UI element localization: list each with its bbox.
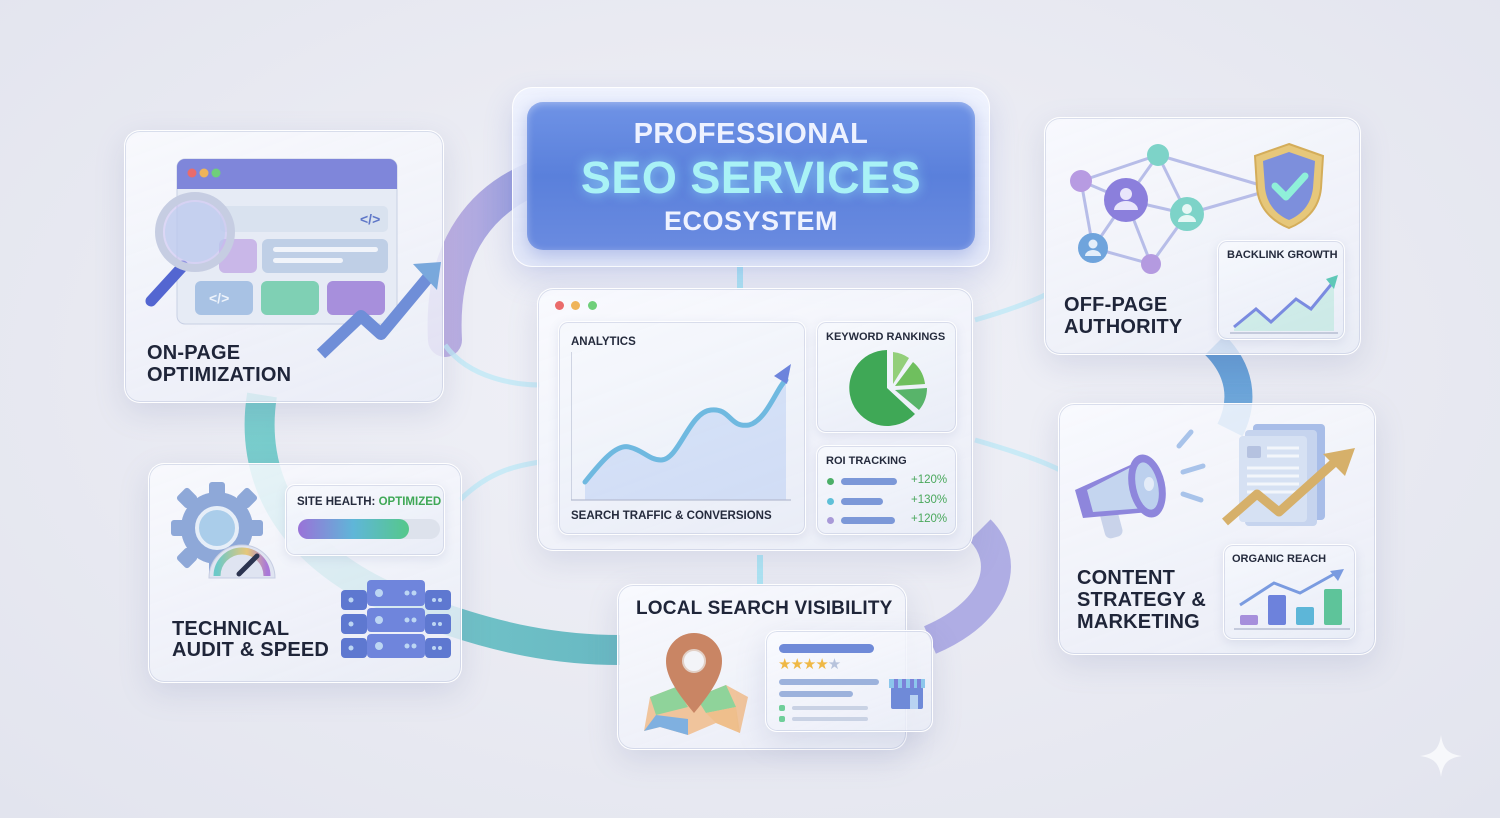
star-icon: ★★★★ bbox=[778, 656, 829, 673]
keyword-pie-chart bbox=[849, 350, 928, 426]
roi-row-1-bar bbox=[841, 478, 897, 485]
window-maximize-dot bbox=[588, 301, 597, 310]
on-page-label-2: OPTIMIZATION bbox=[147, 364, 292, 386]
site-health-widget: SITE HEALTH: OPTIMIZED bbox=[285, 484, 445, 556]
roi-row-3-dot bbox=[827, 517, 834, 524]
roi-row-2-bar bbox=[841, 498, 883, 505]
storefront-icon bbox=[889, 679, 925, 709]
roi-row-3-bar bbox=[841, 517, 895, 524]
roi-row-2-value: +130% bbox=[911, 494, 948, 506]
title-line-1: PROFESSIONAL bbox=[633, 118, 869, 150]
magnifier-icon bbox=[145, 192, 235, 307]
content-label-2: STRATEGY & bbox=[1077, 589, 1207, 611]
roi-row-1-dot bbox=[827, 478, 834, 485]
window-minimize-dot bbox=[571, 301, 580, 310]
off-page-label-2: AUTHORITY bbox=[1064, 316, 1183, 338]
site-health-progress-track bbox=[298, 519, 440, 539]
title-line-2: SEO SERVICES bbox=[580, 152, 922, 203]
analytics-caption: SEARCH TRAFFIC & CONVERSIONS bbox=[571, 510, 772, 522]
listing-title-bar bbox=[779, 644, 874, 653]
organic-reach-widget: ORGANIC REACH bbox=[1223, 544, 1356, 640]
network-graph-icon bbox=[1070, 144, 1261, 274]
megaphone-icon bbox=[1075, 429, 1206, 539]
server-stack-icon bbox=[341, 580, 451, 658]
backlink-growth-title: BACKLINK GROWTH bbox=[1227, 249, 1338, 261]
listing-line-4 bbox=[792, 717, 868, 721]
trend-arrow-icon bbox=[316, 262, 441, 359]
card-analytics-dashboard[interactable]: ANALYTICS SEARCH TRAFFIC & CONVERSIONS K… bbox=[537, 288, 973, 551]
card-off-page-authority[interactable]: BACKLINK GROWTH OFF-PAGE AUTHORITY bbox=[1044, 117, 1361, 355]
star-empty-icon: ★ bbox=[827, 656, 841, 673]
site-health-line: SITE HEALTH: OPTIMIZED bbox=[297, 496, 441, 508]
analytics-title: ANALYTICS bbox=[571, 336, 636, 348]
site-health-progress-fill bbox=[298, 519, 409, 539]
svg-text:</>: </> bbox=[360, 211, 380, 227]
trend-arrow-icon bbox=[1222, 448, 1355, 526]
map-pin-icon bbox=[666, 633, 722, 713]
site-health-value: OPTIMIZED bbox=[378, 496, 442, 508]
technical-label-2: AUDIT & SPEED bbox=[172, 639, 330, 661]
roi-tracking-panel: ROI TRACKING +120% +130% +120% bbox=[816, 445, 957, 535]
speedometer-icon bbox=[208, 544, 276, 579]
browser-window-icon: </> </> bbox=[176, 158, 398, 325]
listing-line-2 bbox=[779, 691, 853, 697]
sparkle-icon bbox=[1420, 735, 1462, 777]
analytics-line-chart bbox=[571, 352, 791, 501]
technical-label-1: TECHNICAL bbox=[172, 618, 290, 640]
analytics-panel: ANALYTICS SEARCH TRAFFIC & CONVERSIONS bbox=[558, 321, 806, 535]
backlink-growth-widget: BACKLINK GROWTH bbox=[1217, 240, 1345, 340]
title-line-3: ECOSYSTEM bbox=[663, 206, 839, 236]
organic-reach-title: ORGANIC REACH bbox=[1232, 553, 1327, 565]
roi-tracking-title: ROI TRACKING bbox=[826, 455, 907, 467]
roi-row-1-value: +120% bbox=[911, 474, 948, 486]
roi-row-2-dot bbox=[827, 498, 834, 505]
listing-line-1 bbox=[779, 679, 879, 685]
rating-stars: ★★★★★ bbox=[778, 655, 841, 673]
shield-check-icon bbox=[1253, 142, 1325, 230]
svg-text:</>: </> bbox=[209, 290, 229, 306]
listing-check-1 bbox=[779, 705, 785, 711]
content-label-1: CONTENT bbox=[1077, 567, 1176, 589]
on-page-label-1: ON-PAGE bbox=[147, 342, 241, 364]
listing-line-3 bbox=[792, 706, 868, 710]
card-technical-audit[interactable]: SITE HEALTH: OPTIMIZED TECHNICAL AUDIT &… bbox=[148, 463, 462, 683]
organic-reach-chart bbox=[1234, 569, 1350, 630]
title-panel: PROFESSIONAL SEO SERVICES ECOSYSTEM bbox=[512, 87, 990, 267]
roi-row-3-value: +120% bbox=[911, 513, 948, 525]
window-close-dot bbox=[555, 301, 564, 310]
off-page-label-1: OFF-PAGE bbox=[1064, 294, 1168, 316]
local-search-label: LOCAL SEARCH VISIBILITY bbox=[636, 598, 893, 619]
backlink-growth-chart bbox=[1230, 275, 1338, 334]
card-on-page-optimization[interactable]: </> </> ON-PAGE OPTIMIZATION bbox=[124, 130, 444, 403]
site-health-label: SITE HEALTH: bbox=[297, 496, 376, 508]
listing-check-2 bbox=[779, 716, 785, 722]
business-listing-widget: ★★★★★ bbox=[765, 630, 933, 732]
title-banner: PROFESSIONAL SEO SERVICES ECOSYSTEM bbox=[527, 102, 975, 250]
keyword-rankings-title: KEYWORD RANKINGS bbox=[826, 331, 946, 343]
content-label-3: MARKETING bbox=[1077, 611, 1200, 633]
card-content-strategy[interactable]: ORGANIC REACH CONTENT STRATEGY & MARKETI… bbox=[1058, 403, 1376, 655]
keyword-rankings-panel: KEYWORD RANKINGS bbox=[816, 321, 957, 433]
